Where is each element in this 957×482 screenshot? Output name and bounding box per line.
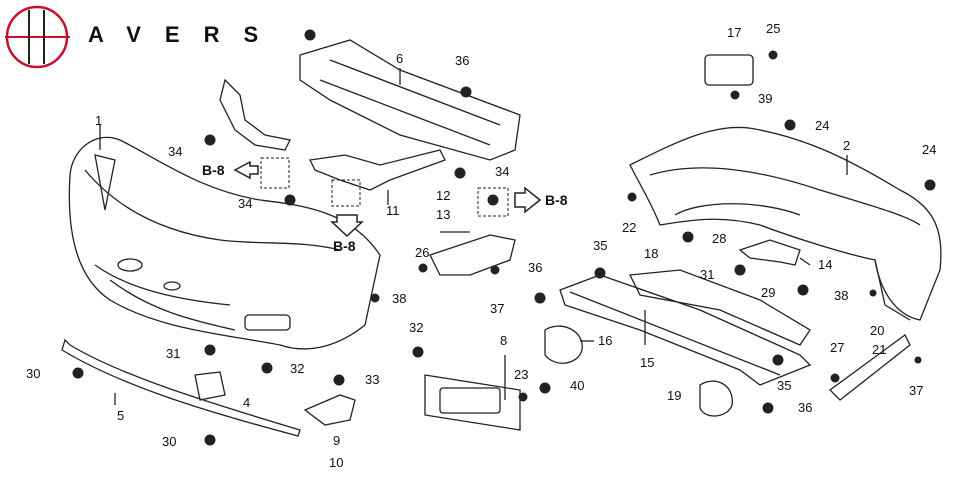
label-2: 2 xyxy=(843,138,850,153)
absorber-18 xyxy=(628,269,811,346)
lower-spoiler xyxy=(61,338,301,437)
rear-beam xyxy=(559,274,812,386)
fasteners xyxy=(72,29,936,446)
arrow-right xyxy=(514,186,542,214)
label-27: 27 xyxy=(830,340,844,355)
label-39: 39 xyxy=(758,91,772,106)
front-reinforcement xyxy=(299,39,521,161)
label-1: 1 xyxy=(95,113,102,128)
label-35-a: 35 xyxy=(593,238,607,253)
front-bumper xyxy=(68,136,381,350)
label-5: 5 xyxy=(117,408,124,423)
label-24-b: 24 xyxy=(922,142,936,157)
label-38-a: 38 xyxy=(392,291,406,306)
ref-b8-right: B-8 xyxy=(545,192,568,208)
ref-b8-left: B-8 xyxy=(202,162,225,178)
label-20: 20 xyxy=(870,323,884,338)
label-36-b: 36 xyxy=(528,260,542,275)
label-30-a: 30 xyxy=(26,366,40,381)
label-4: 4 xyxy=(243,395,250,410)
reference-labels: B-8 B-8 B-8 xyxy=(202,162,568,254)
label-17: 17 xyxy=(727,25,741,40)
rear-bumper xyxy=(629,126,942,321)
reference-arrows xyxy=(233,160,542,238)
label-13: 13 xyxy=(436,207,450,222)
label-14: 14 xyxy=(818,257,832,272)
label-33: 33 xyxy=(365,372,379,387)
part-9 xyxy=(303,394,356,426)
label-26: 26 xyxy=(415,245,429,260)
label-29: 29 xyxy=(761,285,775,300)
label-31-a: 31 xyxy=(166,346,180,361)
label-34-a: 34 xyxy=(168,144,182,159)
label-28: 28 xyxy=(712,231,726,246)
label-6: 6 xyxy=(396,51,403,66)
foglight-19 xyxy=(699,380,733,417)
label-22: 22 xyxy=(622,220,636,235)
label-36-c: 36 xyxy=(798,400,812,415)
label-40: 40 xyxy=(570,378,584,393)
part-labels: 1 2 4 5 6 8 9 10 11 12 13 14 15 16 17 18… xyxy=(26,21,936,470)
label-21: 21 xyxy=(872,342,886,357)
label-8: 8 xyxy=(500,333,507,348)
label-37-b: 37 xyxy=(909,383,923,398)
label-19: 19 xyxy=(667,388,681,403)
label-12: 12 xyxy=(436,188,450,203)
label-24-a: 24 xyxy=(815,118,829,133)
label-37-a: 37 xyxy=(490,301,504,316)
label-10: 10 xyxy=(329,455,343,470)
label-34-b: 34 xyxy=(238,196,252,211)
bracket-11 xyxy=(309,149,446,191)
left-bracket xyxy=(219,78,291,151)
ref-b8-down: B-8 xyxy=(333,238,356,254)
label-9: 9 xyxy=(333,433,340,448)
part-21 xyxy=(829,334,911,401)
avers-logo xyxy=(5,5,70,69)
label-16: 16 xyxy=(598,333,612,348)
label-32-b: 32 xyxy=(409,320,423,335)
license-base xyxy=(424,374,521,431)
label-25: 25 xyxy=(766,21,780,36)
label-32-a: 32 xyxy=(290,361,304,376)
label-18: 18 xyxy=(644,246,658,261)
label-34-c: 34 xyxy=(495,164,509,179)
arrow-down xyxy=(330,214,364,238)
part-4 xyxy=(194,371,226,401)
label-23: 23 xyxy=(514,367,528,382)
arrow-left xyxy=(233,160,259,180)
label-35-b: 35 xyxy=(777,378,791,393)
label-31-b: 31 xyxy=(700,267,714,282)
bracket-12-13 xyxy=(429,234,516,276)
bracket-17 xyxy=(704,54,754,86)
brand-name: AVERS xyxy=(88,22,283,47)
foglight-16 xyxy=(544,325,583,364)
label-15: 15 xyxy=(640,355,654,370)
label-30-b: 30 xyxy=(162,434,176,449)
absorber-14 xyxy=(738,239,801,266)
label-11: 11 xyxy=(386,203,400,218)
label-36-a: 36 xyxy=(455,53,469,68)
label-38-b: 38 xyxy=(834,288,848,303)
